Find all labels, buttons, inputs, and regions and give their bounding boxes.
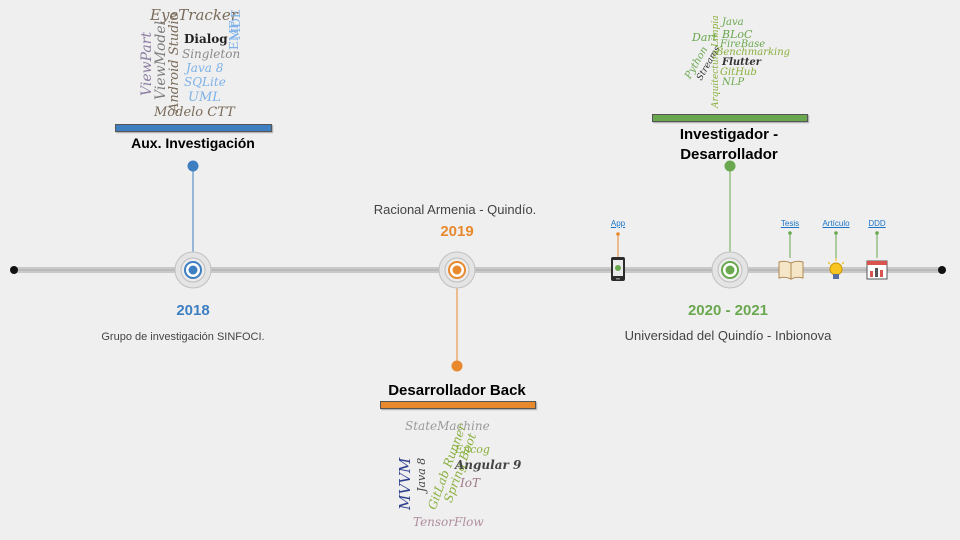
wc-word: Arquitectura Limpia [711, 15, 721, 108]
milestone-dot-2019 [451, 360, 463, 372]
wc-word: Java [722, 17, 744, 28]
wc-word: Angular 9 [455, 458, 522, 472]
wc-word: UML [188, 90, 221, 105]
node-2019 [438, 251, 476, 289]
wc-word: Dialog [184, 32, 228, 46]
wc-word: MDE [229, 9, 243, 40]
wc-word: IoT [460, 476, 480, 490]
wc-word: Benchmarking [716, 47, 791, 58]
place-2018: Grupo de investigación SINFOCI. [101, 331, 265, 343]
role-bar-2019 [380, 401, 536, 409]
wc-word: SQLite [184, 75, 226, 89]
wc-word: BLoC [722, 28, 753, 41]
open-book-icon[interactable] [778, 258, 804, 282]
link-articulo[interactable]: Artículo [822, 219, 850, 228]
role-bar-2020 [652, 114, 808, 122]
smartphone-icon[interactable] [608, 257, 628, 281]
role-2020-line1: Investigador - [679, 126, 779, 143]
milestone-dot-2020 [724, 160, 736, 172]
role-2019: Desarrollador Back [388, 382, 526, 399]
wc-word: Dart [692, 31, 718, 44]
year-2020-2021: 2020 - 2021 [687, 302, 769, 319]
place-2020: Universidad del Quindío - Inbionova [624, 328, 832, 343]
timeline-start-dot [10, 266, 18, 274]
role-bar-2018 [115, 124, 272, 132]
wc-word: ViewModel [153, 20, 169, 100]
wc-word: EyeTracker [150, 6, 238, 24]
year-2019: 2019 [440, 223, 474, 240]
year-2018: 2018 [176, 302, 210, 319]
wc-word: StateMachine [405, 419, 490, 433]
timeline-end-dot [938, 266, 946, 274]
link-app[interactable]: App [610, 219, 626, 228]
role-2018: Aux. Investigación [131, 135, 255, 151]
wc-word: Encog [455, 443, 490, 456]
node-2018 [174, 251, 212, 289]
wc-word: Java 8 [186, 61, 224, 75]
wc-word: MVVM [396, 457, 414, 510]
role-2020-line2: Desarrollador [680, 146, 778, 163]
place-2019: Racional Armenia - Quindío. [373, 202, 537, 217]
milestone-dot-2018 [187, 160, 199, 172]
wc-word: Android Studio [167, 12, 182, 112]
link-tesis[interactable]: Tesis [780, 219, 800, 228]
wc-word: ViewPart [139, 31, 155, 96]
wc-word: FireBase [720, 39, 766, 50]
wc-word: Java 8 [415, 457, 428, 492]
wc-word: GitHub [720, 67, 757, 78]
lightbulb-icon[interactable] [826, 258, 846, 282]
node-2020 [711, 251, 749, 289]
wc-word: NLP [722, 77, 745, 88]
chart-board-icon[interactable] [866, 258, 888, 282]
link-ddd[interactable]: DDD [868, 219, 886, 228]
wc-word: Modelo CTT [154, 105, 235, 120]
wc-word: Flutter [722, 57, 762, 68]
wc-word: TensorFlow [413, 515, 484, 529]
wc-word: Singleton [182, 47, 241, 61]
